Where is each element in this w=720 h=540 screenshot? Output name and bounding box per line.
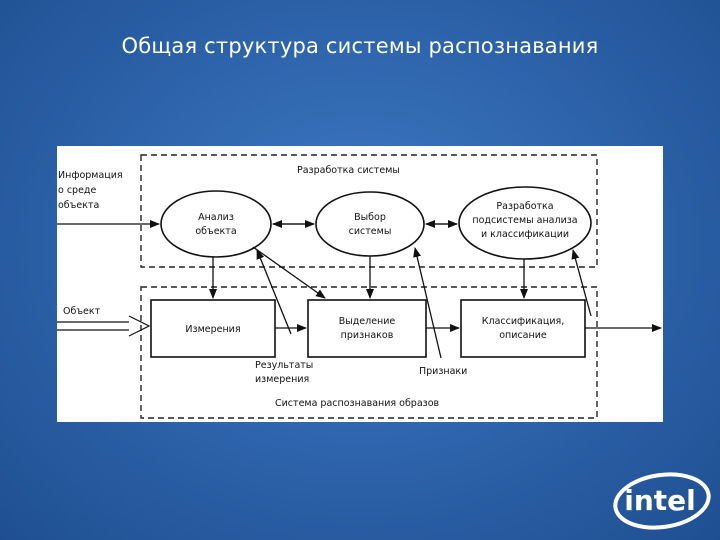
measure-box [150,299,276,358]
choice-ellipse [315,191,425,257]
design-region-label: Разработка системы [297,165,400,176]
classify-box [460,299,586,358]
dev-label-line1: Разработка [496,201,553,212]
choice-label-line2: системы [349,226,392,237]
classify-dev-diagonal [571,249,592,317]
results-label-line1: Результаты [255,360,313,371]
info-label-line3: объекта [58,200,99,211]
info-label-line1: Информация [58,170,123,181]
object-input-arrow [57,315,151,337]
results-analysis-diagonal [256,249,292,335]
classify-label-line1: Классификация, [482,316,565,327]
object-input-label: Объект [63,306,101,317]
dev-label-line2: подсистемы анализа [472,215,577,226]
recognition-region-frame [140,286,598,419]
results-label-line2: измерения [255,374,309,385]
intel-logo: intel [608,470,712,536]
design-region-frame [140,154,598,268]
choice-label-line1: Выбор [354,212,386,223]
analysis-label-line1: Анализ [198,212,234,223]
features-choice-diagonal [413,247,442,359]
analysis-extract-diagonal [252,246,326,299]
info-label-line2: о среде [58,185,96,196]
dev-ellipse [458,186,592,260]
features-label: Признаки [419,366,467,377]
extract-label-line2: признаков [341,330,394,341]
extract-box [307,299,427,358]
classify-label-line2: описание [499,330,547,341]
slide-title: Общая структура системы распознавания [121,34,599,58]
analysis-label-line2: объекта [195,226,236,237]
analysis-ellipse [160,190,272,258]
measure-label: Измерения [185,324,240,335]
extract-label-line1: Выделение [339,316,396,327]
dev-label-line3: и классификации [481,229,569,240]
recognition-region-label: Система распознавания образов [275,398,440,409]
intel-logo-text: intel [624,484,696,517]
structure-diagram: Информация о среде объекта Разработка си… [57,146,663,422]
